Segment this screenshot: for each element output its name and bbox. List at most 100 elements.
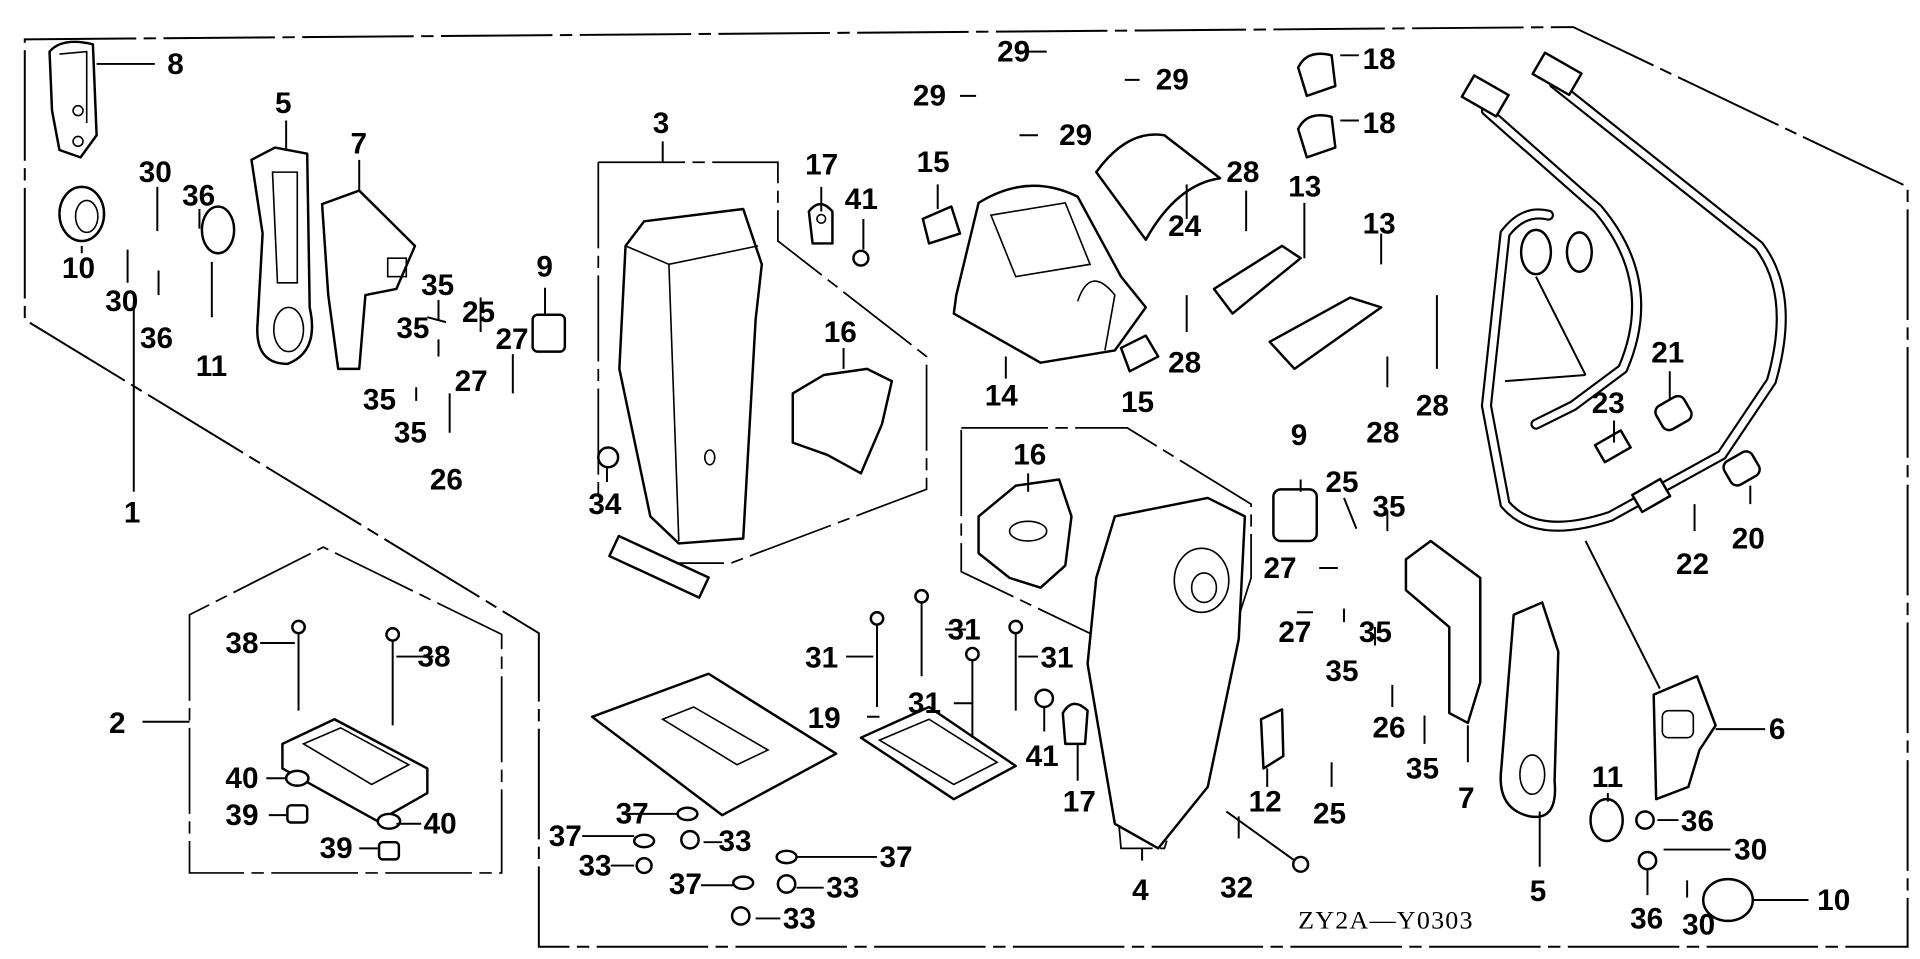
- callout-23: 23: [1592, 387, 1625, 420]
- part-17-link-lower[interactable]: [1061, 702, 1089, 746]
- drawing-code: ZY2A—Y0303: [1298, 905, 1474, 934]
- part-34-nut[interactable]: [597, 446, 620, 469]
- part-14-top-cover[interactable]: [952, 184, 1148, 364]
- part-5-lever-arm-right[interactable]: [1499, 601, 1560, 819]
- callout-13: 13: [1288, 171, 1321, 204]
- leader-lines: [80, 50, 1809, 920]
- part-31-bolt-d[interactable]: [1008, 619, 1024, 711]
- part-15-clip-upper[interactable]: [921, 205, 962, 245]
- part-9-cap-left[interactable]: [531, 313, 567, 353]
- part-6-handle-grip[interactable]: [1652, 674, 1717, 801]
- part-41-washer-lower[interactable]: [1034, 688, 1055, 709]
- part-13-bracket-b[interactable]: [1268, 296, 1383, 371]
- part-11-plate-left[interactable]: [200, 205, 236, 255]
- callout-34: 34: [588, 488, 622, 521]
- part-40-washer-b[interactable]: [376, 812, 402, 830]
- part-39-nut-a[interactable]: [286, 804, 309, 824]
- gasket-plate[interactable]: [590, 672, 838, 817]
- callout-26: 26: [430, 463, 463, 496]
- part-19-seal-frame[interactable]: [859, 705, 1017, 801]
- callout-35: 35: [1372, 490, 1405, 523]
- part-10-bushing-left[interactable]: [58, 185, 106, 243]
- part-13-bracket-a[interactable]: [1212, 244, 1302, 315]
- part-15-clip-lower[interactable]: [1119, 334, 1160, 373]
- part-9-cap-right[interactable]: [1272, 488, 1318, 543]
- callout-41: 41: [845, 183, 878, 216]
- callout-5: 5: [1530, 875, 1547, 908]
- part-18-clip-b[interactable]: [1296, 114, 1337, 159]
- callout-25: 25: [1313, 798, 1346, 831]
- part-41-washer-upper[interactable]: [852, 249, 870, 267]
- callout-30: 30: [105, 285, 138, 318]
- callout-29: 29: [997, 36, 1030, 69]
- callout-31: 31: [908, 687, 941, 720]
- callout-40: 40: [225, 762, 258, 795]
- part-40-washer-a[interactable]: [284, 769, 310, 787]
- wiring-harness[interactable]: [1460, 51, 1787, 532]
- callout-36: 36: [182, 179, 215, 212]
- part-38-bolt-b[interactable]: [385, 627, 401, 726]
- callout-37: 37: [669, 868, 702, 901]
- callout-35: 35: [396, 312, 429, 345]
- part-17-link-upper[interactable]: [807, 202, 834, 245]
- part-33-nut-b[interactable]: [635, 856, 653, 875]
- part-38-bolt-a[interactable]: [291, 619, 306, 711]
- part-3-control-housing[interactable]: [608, 207, 764, 599]
- part-31-bolt-c[interactable]: [964, 646, 980, 738]
- callout-27: 27: [495, 323, 528, 356]
- part-8-lever-grip[interactable]: [48, 40, 98, 159]
- part-5-lever-arm-left[interactable]: [250, 146, 314, 366]
- part-33-nut-c[interactable]: [776, 874, 797, 894]
- callout-25: 25: [462, 296, 495, 329]
- callout-18: 18: [1363, 107, 1396, 140]
- callout-39: 39: [320, 832, 353, 865]
- part-36-washer-right-b[interactable]: [1637, 850, 1658, 871]
- part-37-washer-c[interactable]: [775, 849, 798, 865]
- part-7-arm-bracket-left[interactable]: [320, 189, 417, 371]
- callout-36: 36: [1630, 902, 1663, 935]
- callout-9: 9: [1291, 419, 1308, 452]
- callout-8: 8: [167, 48, 184, 81]
- part-36-washer-right-a[interactable]: [1635, 810, 1655, 830]
- part-24-pad[interactable]: [1095, 133, 1222, 241]
- part-2-spacer-block[interactable]: [281, 718, 429, 823]
- part-37-washer-b[interactable]: [632, 833, 656, 849]
- callout-21: 21: [1651, 337, 1684, 370]
- callout-36: 36: [1681, 805, 1714, 838]
- callout-33: 33: [826, 872, 859, 905]
- callout-33: 33: [718, 825, 751, 858]
- part-16-cam-plate-upper[interactable]: [791, 367, 894, 475]
- callout-5: 5: [275, 87, 292, 120]
- callout-30: 30: [1734, 834, 1767, 867]
- part-7-arm-bracket-right[interactable]: [1404, 539, 1482, 725]
- part-37-washer-d[interactable]: [732, 875, 755, 891]
- assembly-frame-outline: [23, 26, 1909, 948]
- part-31-bolt-b[interactable]: [914, 588, 930, 677]
- part-18-clip-a[interactable]: [1296, 52, 1337, 98]
- callout-37: 37: [549, 820, 582, 853]
- part-12-clip[interactable]: [1259, 708, 1285, 770]
- callout-35: 35: [394, 417, 427, 450]
- callout-16: 16: [824, 316, 857, 349]
- callout-22: 22: [1676, 548, 1709, 581]
- callout-27: 27: [1263, 552, 1296, 585]
- part-33-nut-a[interactable]: [680, 829, 700, 850]
- callout-35: 35: [363, 384, 396, 417]
- group-2-outline: [188, 546, 503, 874]
- callout-33: 33: [578, 849, 611, 882]
- callout-35: 35: [1406, 752, 1439, 785]
- part-33-nut-d[interactable]: [730, 906, 751, 926]
- callout-4: 4: [1132, 874, 1149, 907]
- callout-6: 6: [1769, 713, 1786, 746]
- callout-14: 14: [985, 380, 1019, 413]
- callout-17: 17: [1063, 786, 1096, 819]
- callout-labels: 8 5 7 30 36 10 30 36 11 35 25 35 27 35 2…: [62, 36, 1850, 942]
- callout-29: 29: [913, 80, 946, 113]
- part-11-plate-right[interactable]: [1589, 797, 1624, 843]
- part-39-nut-b[interactable]: [377, 840, 401, 861]
- callout-29: 29: [1059, 119, 1092, 152]
- part-4-control-housing[interactable]: [1086, 496, 1247, 850]
- part-31-bolt-a[interactable]: [869, 611, 885, 707]
- part-37-washer-a[interactable]: [676, 806, 699, 822]
- part-16-cam-plate-lower[interactable]: [977, 478, 1073, 589]
